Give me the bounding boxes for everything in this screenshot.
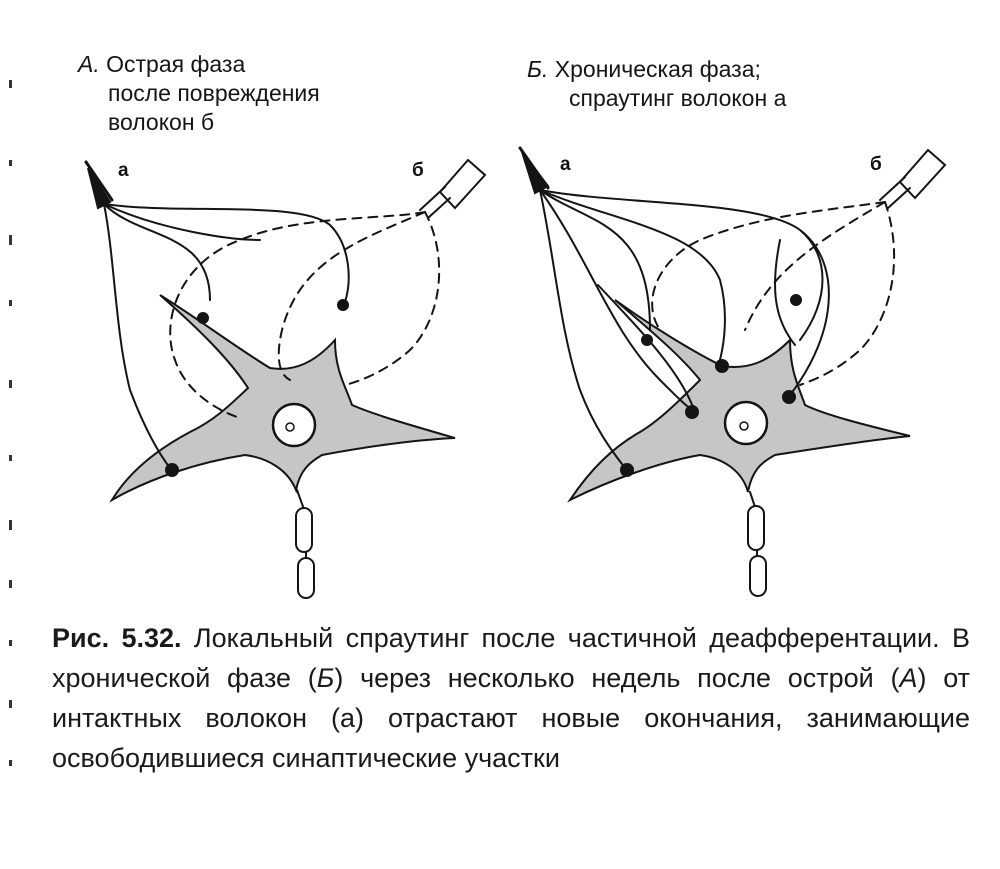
caption-part2: ) через несколько недель после острой ( <box>334 663 900 693</box>
panel-a-letter: А. <box>78 51 100 77</box>
synapse-knob <box>337 299 349 311</box>
nucleolus <box>285 422 295 432</box>
fiber-b-end <box>438 158 487 210</box>
margin-marks <box>9 80 12 766</box>
panel-a-drawing <box>84 158 487 599</box>
axon-myelin-segment <box>297 557 315 599</box>
panel-b-label: Б. Хроническая фаза; спраутинг волокон а <box>527 55 786 113</box>
fiber-b-label-panel-a: б <box>412 160 424 181</box>
caption-ref-b: Б <box>316 663 335 693</box>
axon-myelin-segment <box>295 507 313 553</box>
synapse-knob <box>165 463 179 477</box>
panel-b-line1: Хроническая фаза; <box>554 56 761 82</box>
panel-a-line2: после повреждения <box>108 80 320 106</box>
caption-part3: ) от интактных волокон (а) отрастают нов… <box>52 663 970 773</box>
panel-b-drawing <box>518 146 947 597</box>
neuron-soma <box>567 299 911 503</box>
caption-ref-a: А <box>899 663 918 693</box>
synapse-knob <box>782 390 796 404</box>
synapse-knob <box>715 359 729 373</box>
synapse-knob <box>790 294 802 306</box>
axon-myelin-segment <box>749 555 767 597</box>
panel-a-line3: волокон б <box>108 109 215 135</box>
neuron-soma <box>109 294 456 503</box>
axon-myelin-segment <box>747 505 765 551</box>
panel-b-letter: Б. <box>527 56 549 82</box>
panel-a-line1: Острая фаза <box>106 51 246 77</box>
neuron-diagram <box>84 146 947 599</box>
panel-a-label: А. Острая фаза после повреждения волокон… <box>78 50 320 137</box>
fiber-a-label-panel-b: а <box>560 154 571 175</box>
nucleolus <box>739 421 749 431</box>
panel-b-line2: спраутинг волокон а <box>569 85 787 111</box>
synapse-knob <box>197 312 209 324</box>
figure-number: Рис. 5.32. <box>52 623 182 653</box>
fiber-b-end <box>898 148 947 200</box>
figure-caption: Рис. 5.32. Локальный спраутинг после час… <box>52 618 970 778</box>
synapse-knob <box>620 463 634 477</box>
synapse-knob <box>685 405 699 419</box>
fiber-b-label-panel-b: б <box>870 154 882 175</box>
synapse-knob <box>641 334 653 346</box>
fiber-a-label-panel-a: а <box>118 160 129 181</box>
fiber-a-end <box>87 167 112 210</box>
caption-part1: Локальный спраутинг после частичной деаф… <box>52 623 970 693</box>
